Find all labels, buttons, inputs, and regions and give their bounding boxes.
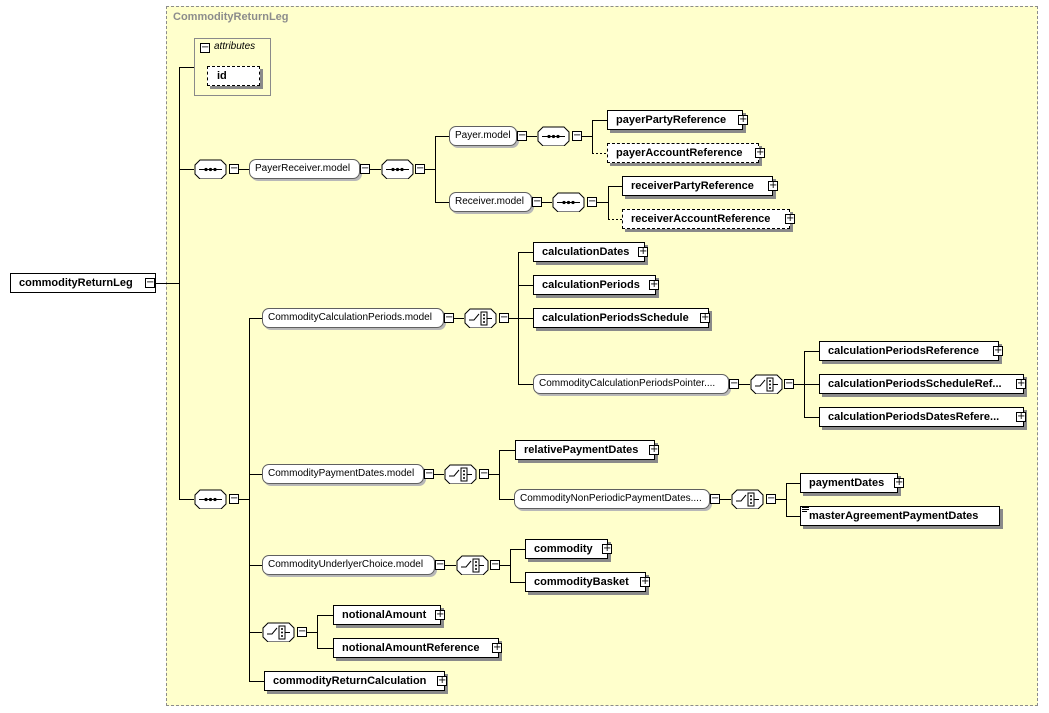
choice-compositor-icon[interactable] bbox=[464, 308, 497, 328]
model-group-non-periodic-payment-dates[interactable]: CommodityNonPeriodicPaymentDates.... bbox=[514, 489, 710, 509]
model-group-calculation-periods[interactable]: CommodityCalculationPeriods.model bbox=[262, 308, 444, 328]
minus-icon[interactable]: − bbox=[145, 277, 155, 288]
element-calculationPeriodsDatesReference[interactable]: calculationPeriodsDatesRefere... bbox=[819, 407, 1024, 427]
element-notionalAmountReference[interactable]: notionalAmountReference bbox=[333, 638, 499, 658]
element-commodity[interactable]: commodity bbox=[525, 539, 608, 559]
root-element-commodityReturnLeg[interactable]: commodityReturnLeg bbox=[10, 273, 156, 293]
minus-icon[interactable]: − bbox=[517, 130, 527, 141]
sequence-compositor-icon[interactable] bbox=[194, 489, 227, 509]
minus-icon[interactable]: − bbox=[532, 196, 542, 207]
element-receiverPartyReference[interactable]: receiverPartyReference bbox=[622, 176, 773, 196]
attributes-label: attributes bbox=[214, 41, 256, 52]
plus-icon[interactable]: + bbox=[437, 675, 447, 686]
plus-icon[interactable]: + bbox=[492, 642, 502, 653]
sequence-compositor-icon[interactable] bbox=[194, 159, 227, 179]
model-group-payer-receiver[interactable]: PayerReceiver.model bbox=[249, 159, 360, 179]
plus-icon[interactable]: + bbox=[738, 114, 748, 125]
element-paymentDates[interactable]: paymentDates bbox=[800, 473, 898, 493]
element-payerPartyReference[interactable]: payerPartyReference bbox=[607, 110, 743, 130]
element-calculationPeriodsScheduleReference[interactable]: calculationPeriodsScheduleRef... bbox=[819, 374, 1024, 394]
minus-icon[interactable]: − bbox=[200, 42, 210, 53]
element-notionalAmount[interactable]: notionalAmount bbox=[333, 605, 441, 625]
choice-compositor-icon[interactable] bbox=[456, 555, 489, 575]
plus-icon[interactable]: + bbox=[638, 246, 648, 257]
element-commodityReturnCalculation[interactable]: commodityReturnCalculation bbox=[264, 671, 445, 691]
minus-icon[interactable]: − bbox=[572, 130, 582, 141]
minus-icon[interactable]: − bbox=[499, 312, 509, 323]
minus-icon[interactable]: − bbox=[766, 493, 776, 504]
plus-icon[interactable]: + bbox=[640, 576, 650, 587]
minus-icon[interactable]: − bbox=[729, 378, 739, 389]
minus-icon[interactable]: − bbox=[587, 196, 597, 207]
root-element-label: commodityReturnLeg bbox=[19, 277, 133, 289]
plus-icon[interactable]: + bbox=[649, 444, 659, 455]
element-calculationPeriodsReference[interactable]: calculationPeriodsReference bbox=[819, 341, 999, 361]
attribute-id[interactable]: id bbox=[207, 66, 260, 86]
plus-icon[interactable]: + bbox=[700, 312, 710, 323]
minus-icon[interactable]: − bbox=[360, 163, 370, 174]
minus-icon[interactable]: − bbox=[297, 626, 307, 637]
plus-icon[interactable]: + bbox=[1016, 411, 1026, 422]
choice-compositor-icon[interactable] bbox=[750, 374, 783, 394]
minus-icon[interactable]: − bbox=[444, 312, 454, 323]
element-commodityBasket[interactable]: commodityBasket bbox=[525, 572, 646, 592]
minus-icon[interactable]: − bbox=[710, 493, 720, 504]
sequence-compositor-icon[interactable] bbox=[552, 192, 585, 212]
model-group-underlyer-choice[interactable]: CommodityUnderlyerChoice.model bbox=[262, 555, 435, 575]
element-relativePaymentDates[interactable]: relativePaymentDates bbox=[515, 440, 655, 460]
sequence-compositor-icon[interactable] bbox=[381, 159, 414, 179]
model-group-payer[interactable]: Payer.model bbox=[449, 126, 517, 146]
model-group-payment-dates[interactable]: CommodityPaymentDates.model bbox=[262, 464, 424, 484]
plus-icon[interactable]: + bbox=[1016, 378, 1026, 389]
model-group-receiver[interactable]: Receiver.model bbox=[449, 192, 532, 212]
minus-icon[interactable]: − bbox=[479, 468, 489, 479]
plus-icon[interactable]: + bbox=[768, 180, 778, 191]
text-content-icon bbox=[802, 507, 809, 512]
minus-icon[interactable]: − bbox=[435, 559, 445, 570]
element-payerAccountReference[interactable]: payerAccountReference bbox=[607, 143, 759, 163]
choice-compositor-icon[interactable] bbox=[444, 464, 477, 484]
minus-icon[interactable]: − bbox=[490, 559, 500, 570]
minus-icon[interactable]: − bbox=[229, 493, 239, 504]
element-calculationPeriodsSchedule[interactable]: calculationPeriodsSchedule bbox=[533, 308, 709, 328]
element-masterAgreementPaymentDates[interactable]: masterAgreementPaymentDates bbox=[800, 506, 1000, 526]
sequence-compositor-icon[interactable] bbox=[537, 126, 570, 146]
choice-compositor-icon[interactable] bbox=[262, 622, 295, 642]
plus-icon[interactable]: + bbox=[602, 543, 612, 554]
model-group-calculation-periods-pointer[interactable]: CommodityCalculationPeriodsPointer.... bbox=[533, 374, 729, 394]
plus-icon[interactable]: + bbox=[894, 477, 904, 488]
minus-icon[interactable]: − bbox=[784, 378, 794, 389]
element-calculationDates[interactable]: calculationDates bbox=[533, 242, 645, 262]
plus-icon[interactable]: + bbox=[435, 609, 445, 620]
element-calculationPeriods[interactable]: calculationPeriods bbox=[533, 275, 656, 295]
element-receiverAccountReference[interactable]: receiverAccountReference bbox=[622, 209, 790, 229]
minus-icon[interactable]: − bbox=[424, 468, 434, 479]
plus-icon[interactable]: + bbox=[785, 213, 795, 224]
plus-icon[interactable]: + bbox=[755, 147, 765, 158]
minus-icon[interactable]: − bbox=[415, 163, 425, 174]
minus-icon[interactable]: − bbox=[229, 163, 239, 174]
choice-compositor-icon[interactable] bbox=[731, 489, 764, 509]
plus-icon[interactable]: + bbox=[993, 345, 1003, 356]
plus-icon[interactable]: + bbox=[649, 279, 659, 290]
complex-type-title: CommodityReturnLeg bbox=[173, 11, 289, 23]
